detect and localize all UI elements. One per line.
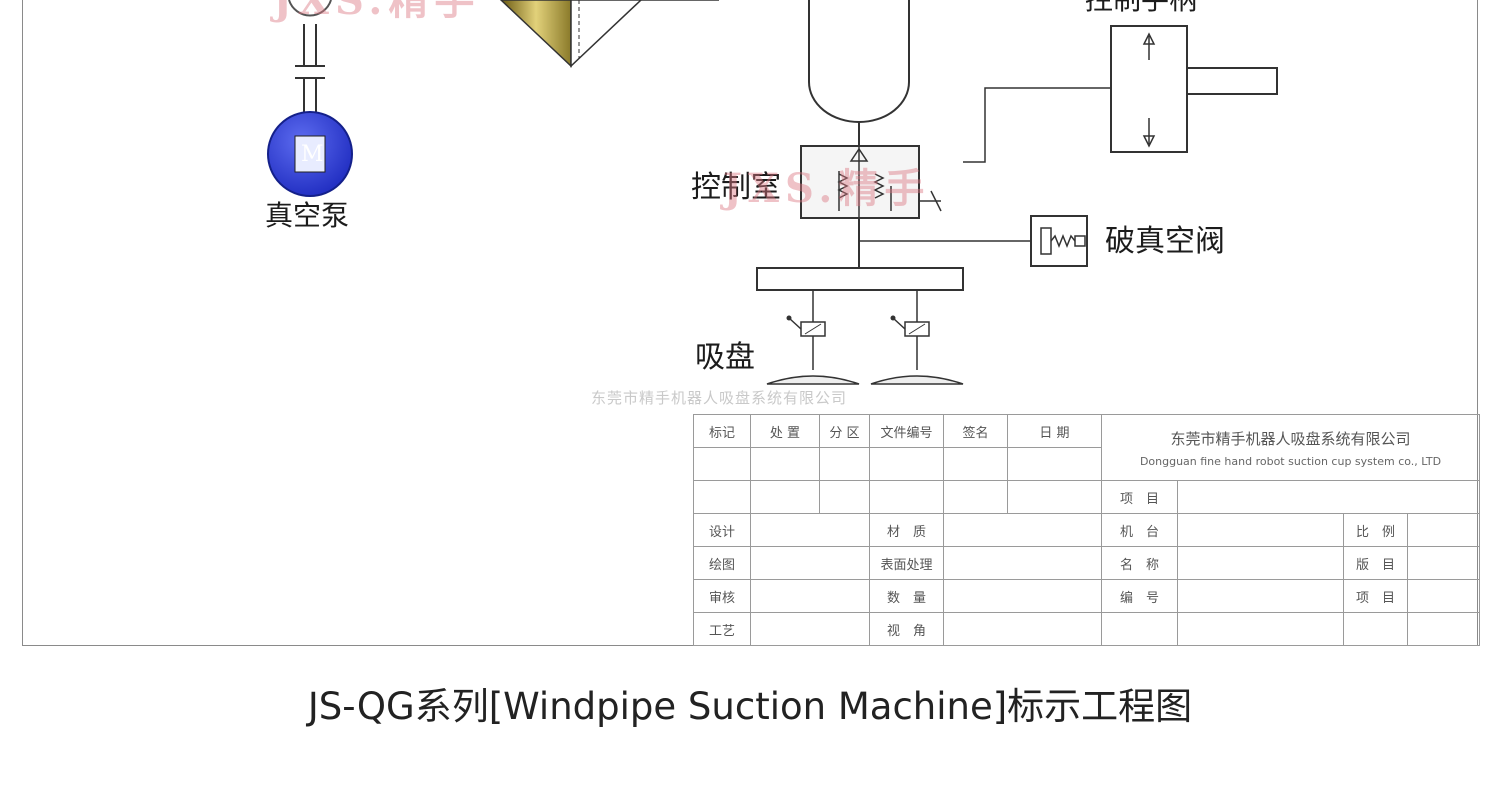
brand-watermark: JXS.精手 [723, 165, 931, 212]
header-signature: 签名 [943, 414, 1008, 448]
header-file-number: 文件编号 [869, 414, 944, 448]
motor-label: M [301, 142, 324, 167]
quantity-label: 数 量 [869, 579, 944, 613]
version-label: 版 目 [1343, 546, 1408, 580]
drawing-label: 绘图 [693, 546, 751, 580]
header-mark: 标记 [693, 414, 751, 448]
break-vacuum-valve [859, 215, 1088, 267]
suction-cup-label: 吸盘 [695, 340, 755, 375]
suction-cup-left [766, 315, 860, 385]
review-label: 审核 [693, 579, 751, 613]
code-label: 编 号 [1101, 579, 1178, 613]
project-value [1176, 480, 1481, 514]
pump-head-partial [288, 0, 332, 17]
control-chamber-valve [800, 145, 942, 272]
surface-treatment-label: 表面处理 [869, 546, 944, 580]
company-cell: 东莞市精手机器人吸盘系统有限公司 Dongguan fine hand robo… [1100, 414, 1481, 481]
title-block: 标记 处 置 分 区 文件编号 签名 日 期 东莞市精手机器人吸盘系统有限公司 … [693, 414, 1481, 646]
engineering-drawing-frame: M 真空泵 控制室 破真空阀 吸盘 控制手柄 JXS.精手 JXS.精手 东莞市… [22, 0, 1478, 646]
break-vacuum-valve-label: 破真空阀 [1105, 224, 1225, 259]
machine-label: 机 台 [1101, 513, 1178, 547]
design-label: 设计 [693, 513, 751, 547]
vacuum-tank [808, 0, 910, 148]
motor-label-box [294, 135, 326, 173]
brand-watermark-top: JXS.精手 [273, 0, 481, 24]
project-label: 项 目 [1101, 480, 1178, 514]
funnel-hopper [499, 0, 719, 68]
company-watermark: 东莞市精手机器人吸盘系统有限公司 [591, 389, 848, 407]
material-label: 材 质 [869, 513, 944, 547]
suction-manifold [756, 267, 964, 370]
suction-cup-right [870, 315, 964, 385]
scale-label: 比 例 [1343, 513, 1408, 547]
control-chamber-label: 控制室 [691, 170, 781, 205]
company-name-cn: 东莞市精手机器人吸盘系统有限公司 [1170, 429, 1411, 448]
name-label: 名 称 [1101, 546, 1178, 580]
header-date: 日 期 [1007, 414, 1102, 448]
view-angle-label: 视 角 [869, 612, 944, 646]
vacuum-pump-assembly [267, 0, 353, 197]
control-handle-cylinder [963, 25, 1278, 163]
drawing-caption: JS-QG系列[Windpipe Suction Machine]标示工程图 [307, 685, 1193, 728]
item-label: 项 目 [1343, 579, 1408, 613]
pneumatic-schematic [267, 0, 1278, 385]
control-handle-label: 控制手柄 [1085, 0, 1197, 18]
process-label: 工艺 [693, 612, 751, 646]
vacuum-pump-label: 真空泵 [265, 199, 350, 232]
company-name-en: Dongguan fine hand robot suction cup sys… [1139, 454, 1442, 468]
header-zone: 分 区 [819, 414, 870, 448]
header-disposal: 处 置 [750, 414, 820, 448]
